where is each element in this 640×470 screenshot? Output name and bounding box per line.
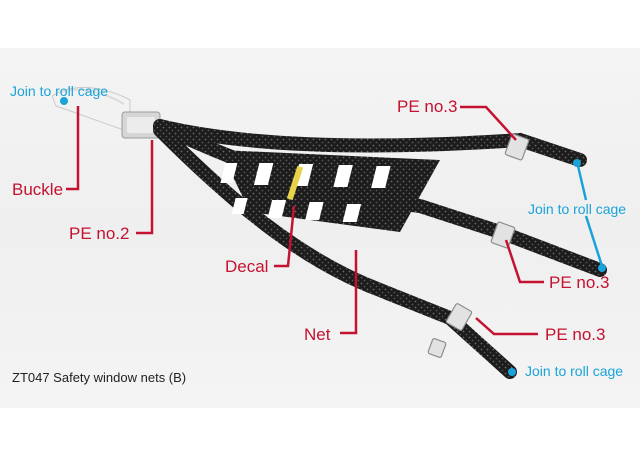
red-leader-lines xyxy=(66,105,544,336)
attach-dot-right-top xyxy=(573,159,581,167)
attach-dot-bottom xyxy=(508,368,516,376)
white-strap xyxy=(51,87,131,133)
label-pe-no3-top: PE no.3 xyxy=(397,97,458,116)
attach-dot-right-bottom xyxy=(598,264,606,272)
label-join-right: Join to roll cage xyxy=(528,201,627,217)
label-join-bottom: Join to roll cage xyxy=(525,363,624,379)
label-join-top-left: Join to roll cage xyxy=(10,83,109,99)
attach-dot-topleft xyxy=(60,97,68,105)
label-pe-no2: PE no.2 xyxy=(69,224,130,243)
label-pe-no3-bottom: PE no.3 xyxy=(545,325,606,344)
product-caption: ZT047 Safety window nets (B) xyxy=(12,370,187,385)
buckle-part xyxy=(121,111,161,139)
blue-leader-lines xyxy=(576,165,604,267)
label-decal: Decal xyxy=(225,257,269,276)
net-panel xyxy=(220,150,440,232)
label-net: Net xyxy=(304,325,331,344)
decal-sticker xyxy=(286,165,304,201)
label-buckle: Buckle xyxy=(12,180,64,199)
attachment-points xyxy=(60,97,606,376)
label-pe-no3-middle: PE no.3 xyxy=(549,273,610,292)
plastic-buckles xyxy=(427,133,530,358)
